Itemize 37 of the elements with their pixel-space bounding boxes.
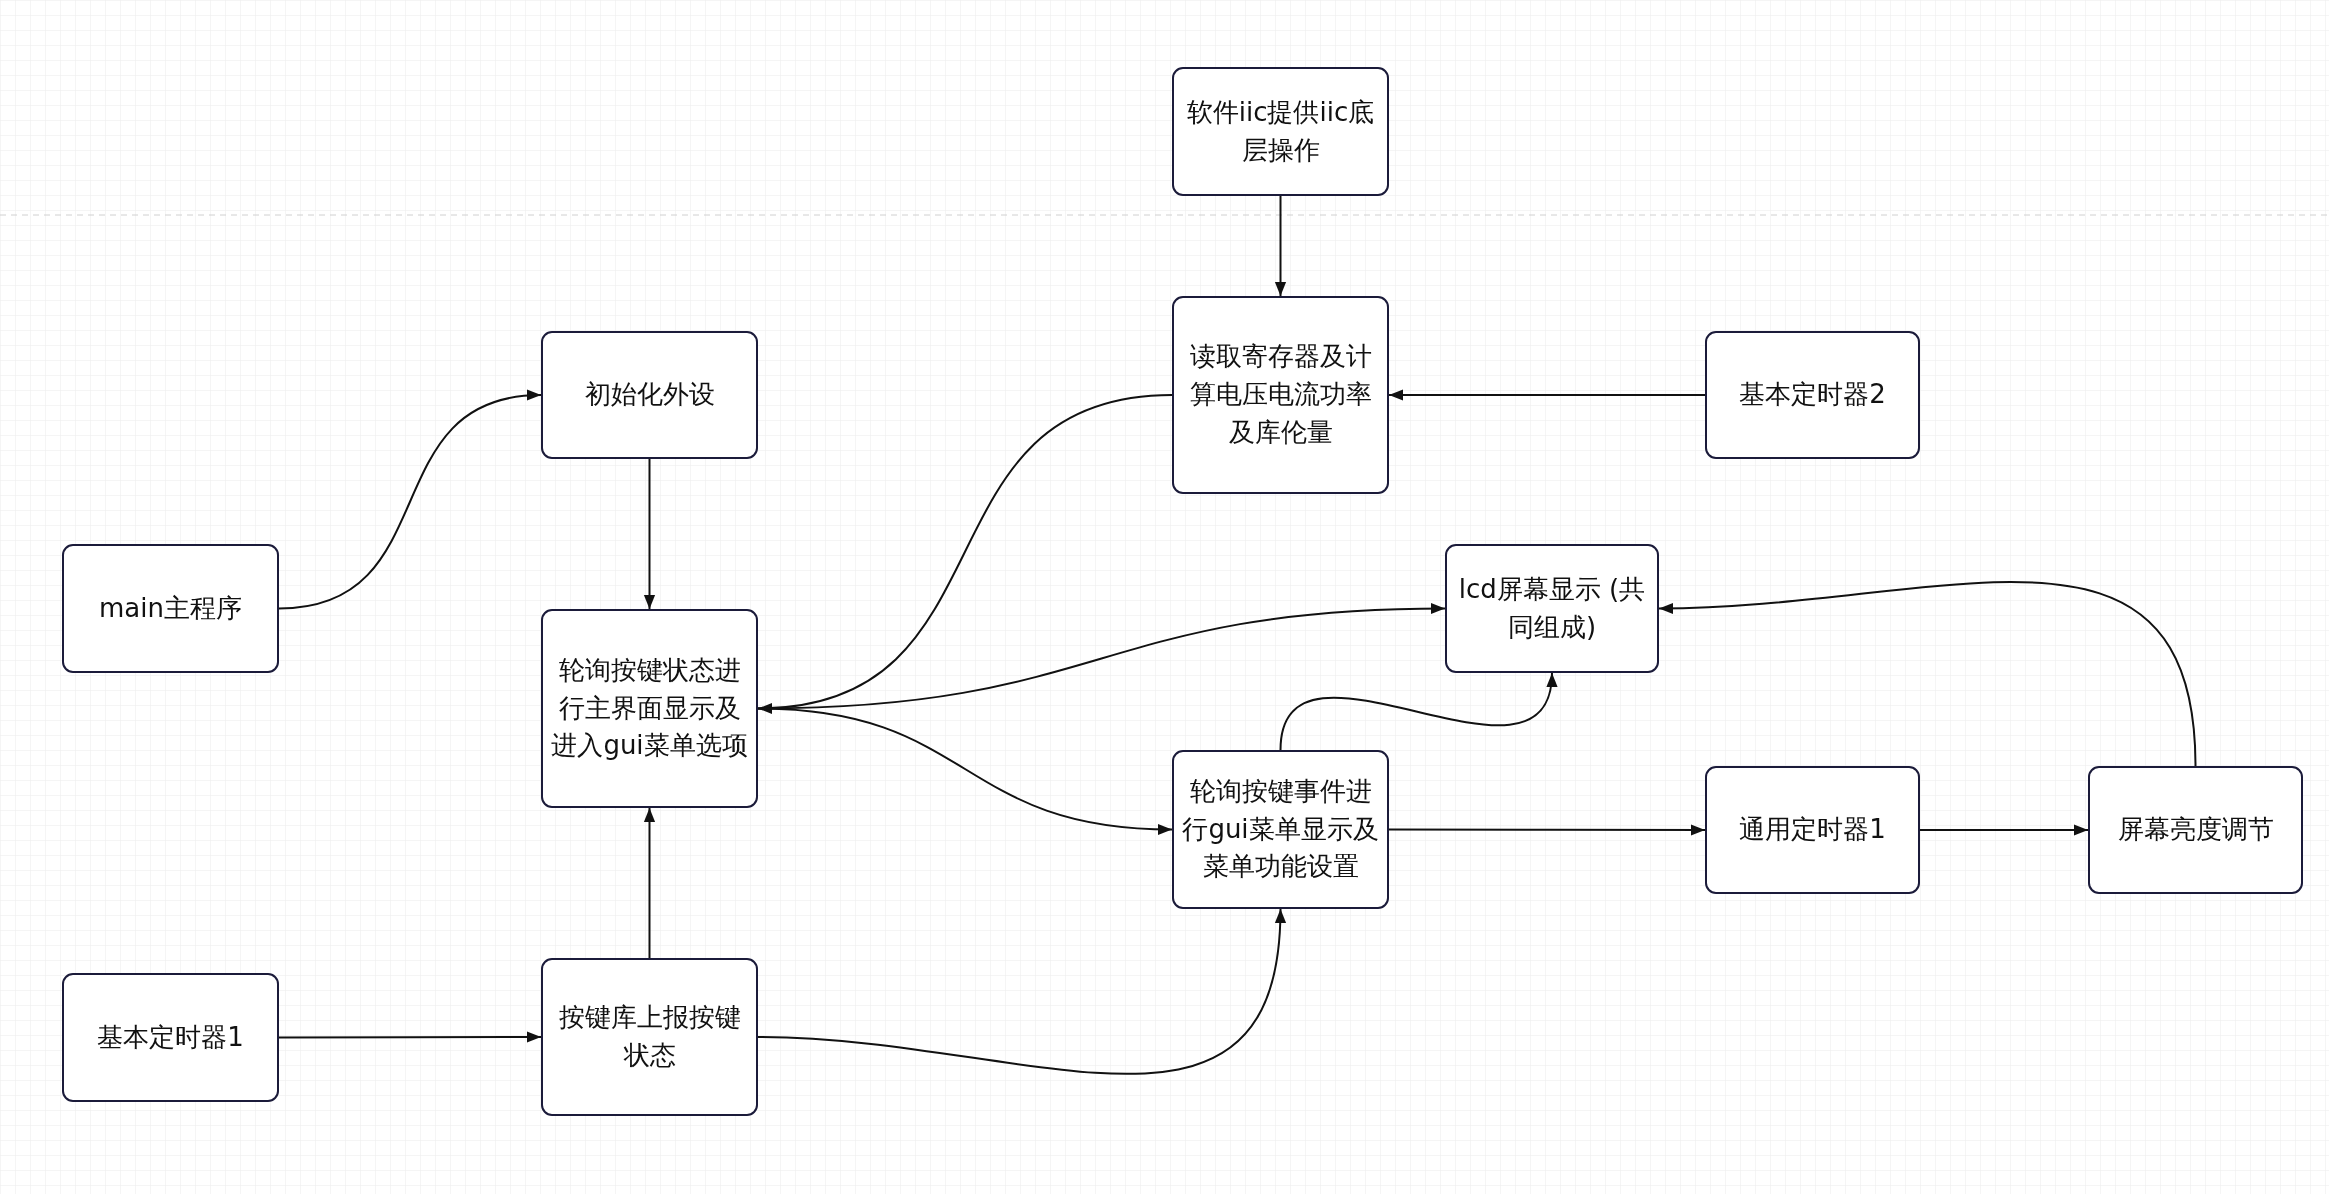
node-text: 轮询按键状态进行主界面显示及进入gui菜单选项 bbox=[551, 653, 748, 763]
process-box bbox=[1445, 544, 1659, 673]
node-text: 屏幕亮度调节 bbox=[2117, 813, 2274, 847]
arrow bbox=[1658, 581, 2197, 767]
arrow bbox=[1919, 824, 2089, 836]
node-text: 通用定时器1 bbox=[1739, 813, 1886, 847]
node-text: 初始化外设 bbox=[584, 378, 715, 412]
process-box bbox=[1705, 766, 1920, 894]
process-box bbox=[541, 958, 758, 1116]
arrow bbox=[643, 807, 656, 959]
process-box bbox=[1705, 331, 1920, 459]
process-box bbox=[541, 609, 758, 808]
arrow bbox=[1274, 195, 1287, 297]
arrow bbox=[1279, 672, 1555, 751]
process-box bbox=[1172, 67, 1389, 196]
process-box bbox=[1172, 750, 1389, 909]
node-text: 轮询按键事件进行gui菜单显示及菜单功能设置 bbox=[1182, 774, 1379, 884]
arrow bbox=[757, 908, 1285, 1075]
node-text: 基本定时器2 bbox=[1739, 378, 1886, 412]
arrow bbox=[757, 603, 1446, 710]
node-text: lcd屏幕显示 (共同组成) bbox=[1457, 572, 1647, 644]
node-text: 读取寄存器及计算电压电流功率及库伦量 bbox=[1188, 340, 1373, 449]
process-box bbox=[2088, 766, 2303, 894]
arrow bbox=[278, 391, 542, 610]
arrow bbox=[757, 707, 1173, 835]
arrow bbox=[278, 1031, 542, 1043]
process-box bbox=[62, 973, 279, 1102]
process-box bbox=[62, 544, 279, 673]
arrow bbox=[643, 458, 656, 610]
arrow bbox=[1388, 389, 1706, 401]
node-text: 软件iic提供iic底层操作 bbox=[1185, 95, 1376, 167]
process-box bbox=[1172, 296, 1389, 494]
process-box bbox=[541, 331, 758, 459]
node-text: 按键库上报按键状态 bbox=[557, 1001, 742, 1072]
arrow bbox=[1388, 824, 1706, 836]
node-text: main主程序 bbox=[99, 591, 242, 625]
node-text: 基本定时器1 bbox=[97, 1020, 244, 1054]
